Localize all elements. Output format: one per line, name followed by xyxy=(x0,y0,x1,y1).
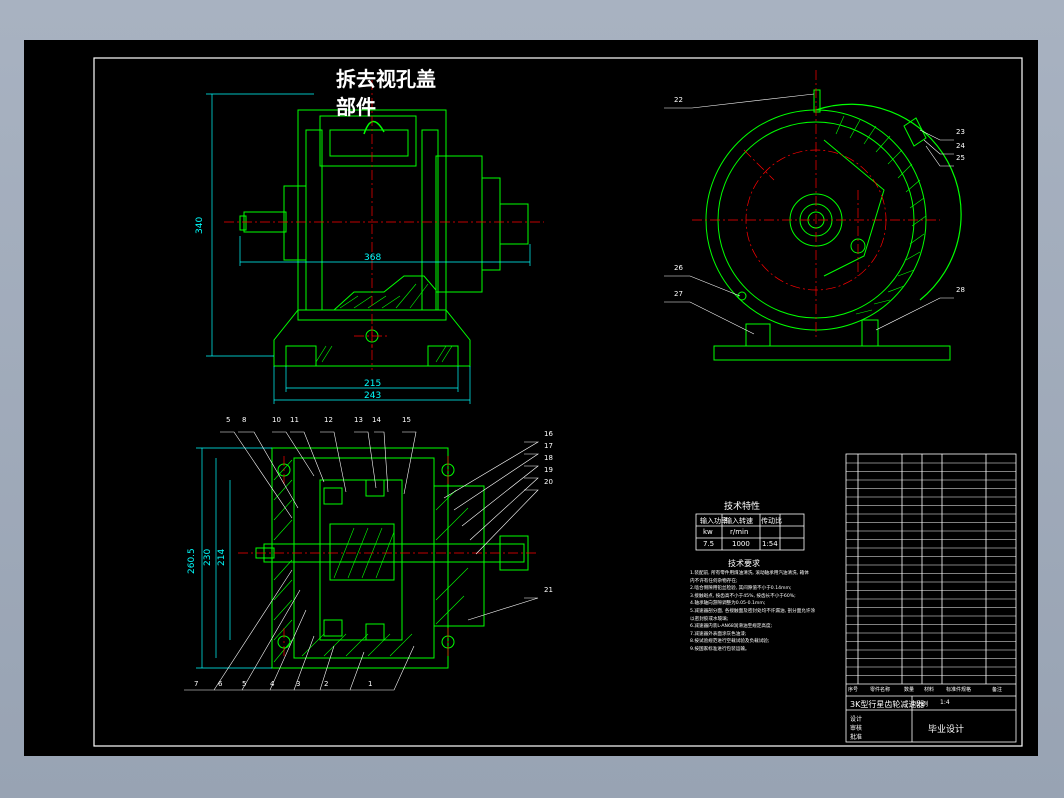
title-header-std: 标准件规格 xyxy=(946,687,972,693)
part-balloon: 6 xyxy=(218,680,223,688)
part-balloon: 20 xyxy=(544,478,553,486)
part-balloon: 25 xyxy=(956,154,965,162)
dim-260-5: 260.5 xyxy=(187,548,197,574)
section-view-hatch xyxy=(273,459,469,663)
side-view-hatch xyxy=(835,115,927,315)
tech-value-2: 1000 xyxy=(732,540,750,548)
dim-230: 230 xyxy=(203,549,213,566)
front-view-hatch xyxy=(315,283,453,363)
front-view xyxy=(239,109,529,367)
tech-requirement-line: 以密封胶或水玻璃; xyxy=(690,616,729,622)
part-balloon: 18 xyxy=(544,454,553,462)
tech-requirement-line: 4.轴承轴向游隙调整为0.05-0.1mm; xyxy=(690,601,766,607)
tech-requirement-line: 内不许有任何杂物存在; xyxy=(690,578,738,584)
tech-value-1: 7.5 xyxy=(703,540,715,548)
dim-340: 340 xyxy=(195,217,205,234)
note-parts: 部件 xyxy=(336,95,376,119)
title-header-remark: 备注 xyxy=(992,687,1003,693)
part-balloon: 14 xyxy=(372,416,381,424)
front-view-dimensions xyxy=(206,93,531,404)
tech-requirement-line: 1.装配前, 所有零件用煤油清洗, 滚动轴承用汽油清洗, 箱体 xyxy=(690,571,809,576)
part-balloon: 10 xyxy=(272,416,281,424)
part-balloon: 7 xyxy=(194,680,199,688)
title-block-row-review: 审核 xyxy=(850,725,863,732)
tech-table-title: 技术特性 xyxy=(724,502,761,512)
dim-368: 368 xyxy=(364,253,381,263)
section-view xyxy=(255,447,529,669)
tech-requirement-line: 6.减速器内装L-AN68润滑油至规定高度; xyxy=(690,624,773,630)
leader-lines xyxy=(184,93,954,691)
part-balloon: 11 xyxy=(290,416,299,424)
dim-214: 214 xyxy=(217,549,227,566)
tech-value-3: 1:54 xyxy=(762,540,778,548)
title-header-qty: 数量 xyxy=(904,687,915,693)
part-balloon: 16 xyxy=(544,430,553,438)
drawing-svg: 340 368 215 243 拆去视孔盖 部件 xyxy=(93,57,1023,747)
part-balloon: 1 xyxy=(368,680,373,688)
part-balloon: 26 xyxy=(674,264,683,272)
part-balloon: 5 xyxy=(242,680,247,688)
drawing-canvas[interactable]: 340 368 215 243 拆去视孔盖 部件 xyxy=(24,40,1038,756)
side-view xyxy=(705,89,962,361)
part-balloon: 23 xyxy=(956,128,965,136)
part-balloon: 15 xyxy=(402,416,411,424)
part-balloon: 17 xyxy=(544,442,553,450)
title-block-subtitle: 毕业设计 xyxy=(928,725,965,735)
title-block-name: 3K型行星齿轮减速器 xyxy=(850,700,925,709)
tech-requirement-line: 7.减速器外表面涂灰色油漆; xyxy=(690,631,747,637)
title-block-rows xyxy=(846,462,1016,676)
tech-requirements-list: 1.装配前, 所有零件用煤油清洗, 滚动轴承用汽油清洗, 箱体 内不许有任何杂物… xyxy=(690,570,840,654)
tech-requirement-line: 3.接触斑点, 按齿高不小于45%, 按齿长不小于60%; xyxy=(690,593,796,599)
section-view-dimensions xyxy=(196,447,272,669)
part-balloon: 12 xyxy=(324,416,333,424)
title-header-material: 材料 xyxy=(924,687,935,693)
tech-requirement-line: 9.按国家标准进行包装运输。 xyxy=(690,646,750,652)
note-removed-cover: 拆去视孔盖 xyxy=(336,67,436,91)
tech-requirements-title: 技术要求 xyxy=(728,559,760,568)
title-block-row-approve: 批准 xyxy=(850,734,863,741)
title-header-no: 序号 xyxy=(848,687,859,693)
part-balloon: 27 xyxy=(674,290,683,298)
dim-215: 215 xyxy=(364,379,381,389)
part-balloon: 8 xyxy=(242,416,247,424)
front-view-centerlines xyxy=(224,80,544,370)
section-view-centerlines xyxy=(238,456,536,656)
title-header-name: 零件名称 xyxy=(870,687,891,693)
title-block-row-design: 设计 xyxy=(850,716,863,723)
tech-requirement-line: 2.啮合侧隙用铅丝检验, 其间隙值不小于0.14mm; xyxy=(690,586,792,592)
part-balloon: 3 xyxy=(296,680,301,688)
part-balloon: 13 xyxy=(354,416,363,424)
title-block-scale-label: 比例 xyxy=(916,701,929,708)
tech-header-1: 输入功率 xyxy=(700,517,728,525)
part-balloon: 2 xyxy=(324,680,329,688)
tech-unit-1: kw xyxy=(703,528,713,536)
part-balloon: 24 xyxy=(956,142,965,150)
part-balloon: 22 xyxy=(674,96,683,104)
title-block-scale-value: 1:4 xyxy=(940,699,950,706)
tech-requirement-line: 5.减速器剖分面, 各接触面及密封处均不许漏油, 剖分面允许涂 xyxy=(690,608,816,614)
part-balloon: 4 xyxy=(270,680,275,688)
title-block xyxy=(845,453,1017,743)
tech-requirement-line: 8.按试验规范进行空载试验及负载试验; xyxy=(690,639,770,645)
drawing-frame xyxy=(93,57,1023,747)
tech-table xyxy=(695,513,805,551)
tech-header-3: 传动比 xyxy=(761,517,782,525)
tech-unit-2: r/min xyxy=(730,528,749,536)
part-balloon: 21 xyxy=(544,586,553,594)
dim-243: 243 xyxy=(364,391,381,401)
part-balloon: 28 xyxy=(956,286,965,294)
tech-header-2: 输入转速 xyxy=(725,517,753,525)
part-balloon: 5 xyxy=(226,416,231,424)
part-balloon: 19 xyxy=(544,466,553,474)
side-view-centerlines xyxy=(692,70,940,340)
